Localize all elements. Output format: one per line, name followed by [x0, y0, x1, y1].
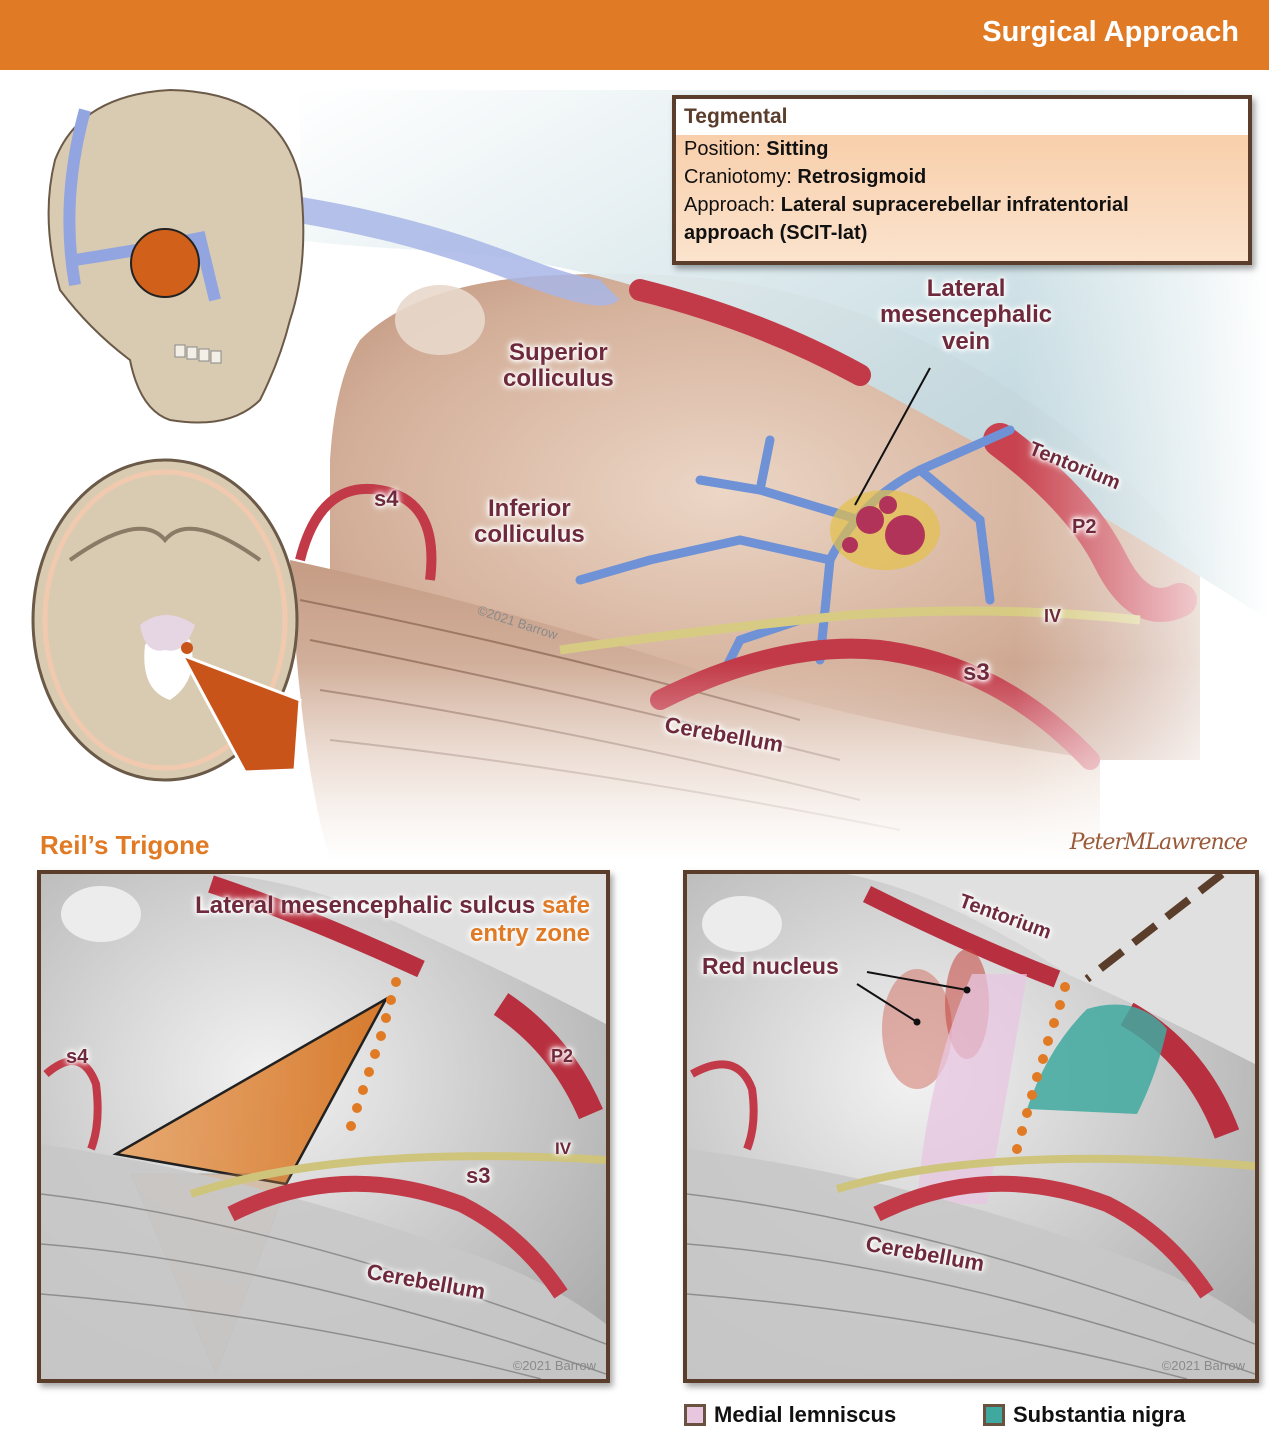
label-line: colliculus: [503, 365, 614, 393]
red-nucleus-1: [882, 969, 952, 1089]
p2-artery: [493, 993, 603, 1120]
craniotomy-site: [130, 228, 200, 298]
artist-signature: PeterMLawrence: [1069, 830, 1248, 855]
label-lateral-mesencephalic-vein: Lateral mesencephalic vein: [880, 275, 1053, 355]
cerebellum-shape: [41, 1144, 606, 1379]
info-value: Retrosigmoid: [797, 166, 927, 188]
label-line: Lateral: [926, 275, 1006, 302]
info-row-approach-cont: approach (SCIT-lat): [676, 219, 1248, 247]
left-panel-art: [41, 874, 606, 1379]
info-value: approach (SCIT-lat): [684, 222, 868, 244]
label-line: mesencephalic: [880, 301, 1053, 329]
info-box-title: Tegmental: [676, 99, 1248, 135]
s4-artery: [690, 1060, 758, 1151]
label-inferior-colliculus: Inferior colliculus: [474, 495, 585, 549]
label-s3: s3: [963, 659, 990, 686]
pineal-bump: [702, 896, 782, 952]
teeth: [174, 344, 222, 364]
approach-info-box: Tegmental Position: Sitting Craniotomy: …: [672, 95, 1252, 265]
label-p2: P2: [1072, 516, 1097, 538]
reils-trigone: [112, 995, 390, 1186]
label-iv: IV: [1044, 606, 1062, 626]
left-panel-reils-trigone: Lateral mesencephalic sulcus safe entry …: [37, 870, 610, 1383]
label-s3: s3: [466, 1163, 491, 1188]
safe-entry-dotted-line: [1012, 982, 1070, 1154]
upper-artery: [208, 875, 425, 978]
skull-base-view: [31, 458, 302, 782]
info-label: Approach:: [684, 194, 776, 216]
info-label: Craniotomy:: [684, 166, 792, 188]
cerebellum-folia: [41, 1193, 606, 1379]
caption-main: Lateral mesencephalic sulcus: [195, 892, 536, 919]
red-nucleus-pointers: [856, 971, 971, 1026]
info-row-approach: Approach: Lateral supracerebellar infrat…: [676, 191, 1248, 219]
copyright-right: ©2021 Barrow: [1161, 1358, 1245, 1373]
approach-corridor: [178, 652, 302, 774]
info-row-position: Position: Sitting: [676, 135, 1248, 163]
page-title: Surgical Approach: [982, 16, 1239, 48]
right-panel-anatomy: Tentorium Red nucleus Cerebellum ©2021 B…: [683, 870, 1259, 1383]
approach-trajectory-dashed: [1084, 874, 1225, 983]
legend-swatch: [684, 1404, 706, 1426]
label-line: vein: [942, 327, 991, 355]
label-line: Inferior: [488, 495, 571, 522]
header-banner: Surgical Approach: [0, 0, 1269, 70]
info-label: Position:: [684, 138, 761, 160]
caption-line-1: Lateral mesencephalic sulcus safe: [195, 892, 590, 920]
pineal-bump: [61, 886, 141, 942]
section-title: Reil’s Trigone: [40, 830, 210, 860]
label-line: colliculus: [474, 521, 585, 549]
legend-swatch: [983, 1404, 1005, 1426]
trochlear-nerve: [835, 1154, 1255, 1193]
upper-artery: [862, 885, 1061, 988]
caption-safe-entry-zone: Lateral mesencephalic sulcus safe entry …: [195, 892, 590, 947]
caption-accent: entry zone: [469, 919, 590, 947]
legend-medial-lemniscus: Medial lemniscus: [684, 1402, 896, 1428]
legend-label: Medial lemniscus: [714, 1402, 897, 1427]
trochlear-nerve: [189, 1152, 606, 1198]
label-iv: IV: [555, 1139, 572, 1158]
label-red-nucleus: Red nucleus: [702, 953, 839, 979]
right-panel-art: [687, 874, 1255, 1379]
legend-label: Substantia nigra: [1013, 1402, 1186, 1427]
label-line: Superior: [509, 339, 608, 366]
info-value: Sitting: [766, 138, 829, 160]
info-row-craniotomy: Craniotomy: Retrosigmoid: [676, 163, 1248, 191]
target-dot: [181, 642, 193, 654]
info-value: Lateral supracerebellar infratentorial: [780, 194, 1129, 216]
cerebellum-folia: [687, 1193, 1255, 1379]
label-s4: s4: [66, 1046, 89, 1068]
cerebellum-shape: [687, 1149, 1255, 1379]
copyright-left: ©2021 Barrow: [512, 1358, 596, 1373]
label-s4: s4: [374, 486, 399, 511]
caption-accent: safe: [541, 892, 590, 919]
skull-lateral-view: [47, 88, 305, 424]
label-p2: P2: [551, 1046, 574, 1066]
label-superior-colliculus: Superior colliculus: [503, 339, 614, 393]
s3-artery: [227, 1175, 568, 1299]
safe-entry-dotted-line: [346, 977, 401, 1131]
s4-artery: [43, 1057, 102, 1151]
legend-substantia-nigra: Substantia nigra: [983, 1402, 1185, 1428]
medial-lemniscus: [917, 974, 1027, 1204]
s3-artery: [873, 1175, 1214, 1299]
substantia-nigra: [1027, 1004, 1167, 1114]
